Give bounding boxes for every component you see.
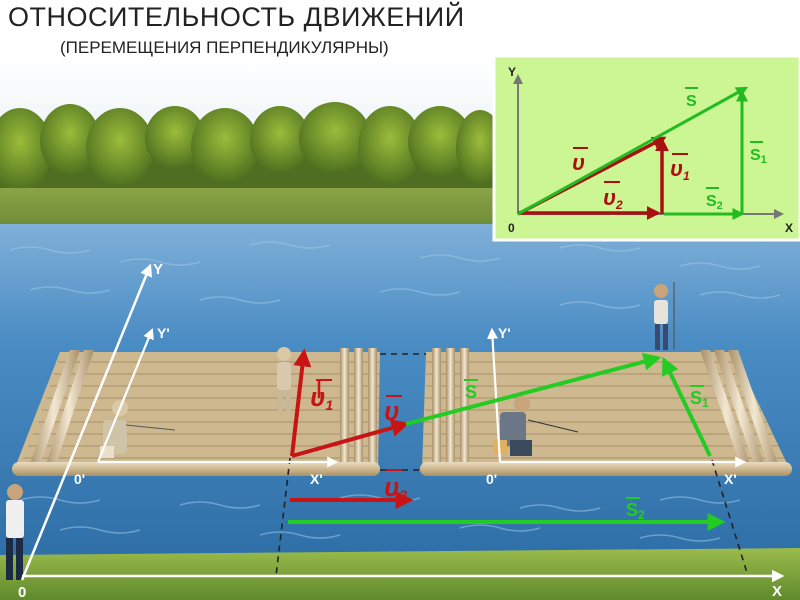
- raft-left-axes: Y' X' 0': [74, 325, 339, 487]
- raft-left-y-label: Y': [157, 325, 170, 341]
- raft-right-axes: Y' X' 0': [486, 325, 747, 487]
- scene-label-s2: S2: [626, 500, 645, 522]
- walker-left-raft: [277, 347, 291, 412]
- inset-label-v2: υ2: [603, 185, 623, 212]
- water-ripples: [9, 241, 781, 542]
- treeline: [0, 102, 504, 195]
- inset-label-s1: S1: [750, 147, 767, 166]
- raft-right-origin-label: 0': [486, 471, 497, 487]
- raft-left-origin-label: 0': [74, 471, 85, 487]
- inset-label-s2: S2: [706, 193, 723, 212]
- ground-y-label: Y: [153, 261, 163, 278]
- ground-x-label: X: [772, 583, 782, 600]
- scene-vector-s1: [662, 356, 712, 457]
- fisherman-left-raft: [100, 400, 176, 458]
- raft-right: [420, 348, 792, 476]
- walker-right-raft: [654, 282, 675, 350]
- scene-label-v1: υ1: [310, 382, 333, 413]
- observer-on-shore: [6, 484, 24, 580]
- ground-y-axis: [20, 263, 153, 581]
- near-bank: [0, 548, 800, 600]
- dashed-guides: [275, 353, 749, 577]
- ground-axes: Y X 0: [18, 261, 785, 600]
- raft-left-x-label: X': [310, 471, 323, 487]
- raft-right-y-label: Y': [498, 325, 511, 341]
- scene-vector-v: [291, 419, 410, 458]
- inset-origin-label: 0: [508, 221, 515, 235]
- scene-label-s: S: [465, 382, 477, 402]
- raft-left-y-axis: [96, 327, 154, 463]
- page-subtitle: (ПЕРЕМЕЩЕНИЯ ПЕРПЕНДИКУЛЯРНЫ): [60, 38, 389, 57]
- inset-y-label: Y: [508, 65, 516, 79]
- raft-right-y-axis: [487, 327, 502, 463]
- page-title: ОТНОСИТЕЛЬНОСТЬ ДВИЖЕНИЙ: [8, 2, 465, 32]
- inset-label-s: S: [686, 93, 697, 110]
- scene-vector-s: [405, 352, 662, 426]
- scene-vector-v1: [290, 348, 312, 457]
- inset-vector-s: [517, 86, 749, 216]
- scene-label-v2: υ2: [384, 472, 407, 503]
- raft-right-x-label: X': [724, 471, 737, 487]
- inset-label-v: υ: [572, 150, 585, 175]
- fisherman-right-raft: [493, 396, 579, 456]
- inset-vector-diagram: Y X 0 υ υ1 υ2 S S1 S2: [492, 54, 800, 242]
- ground-origin-label: 0: [18, 584, 26, 600]
- scene-label-v: υ: [384, 396, 399, 426]
- inset-x-label: X: [785, 221, 793, 235]
- inset-label-v1: υ1: [670, 156, 690, 183]
- scene-label-s1: S1: [690, 388, 709, 410]
- scene-vectors: υ1 υ υ2 S S1 S2: [288, 348, 726, 531]
